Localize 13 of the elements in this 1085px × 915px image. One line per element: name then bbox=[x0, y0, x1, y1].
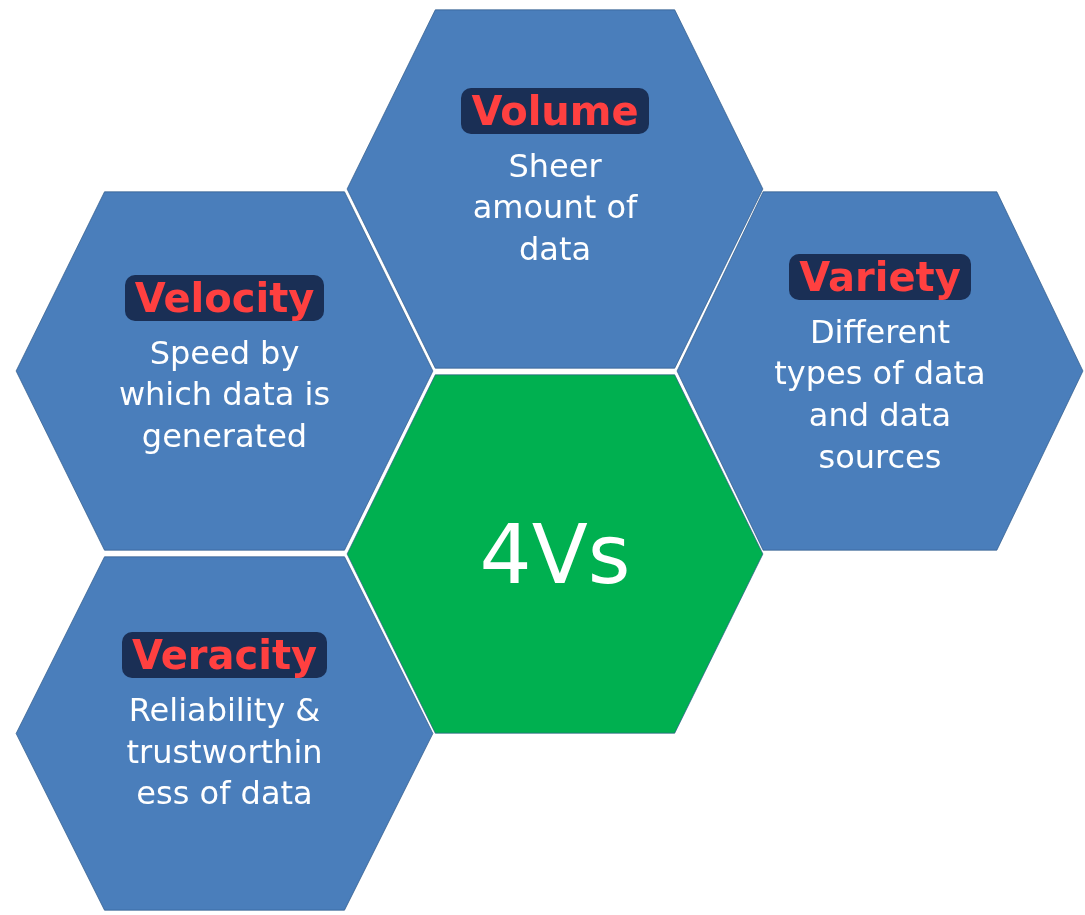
hexagon bbox=[14, 555, 435, 912]
hexagon-description: Reliability & trustworthin ess of data bbox=[125, 690, 324, 815]
hexagon-description: Speed by which data is generated bbox=[117, 332, 332, 457]
hexagon-title: Volume bbox=[461, 87, 649, 134]
hexagon-title: Veracity bbox=[121, 632, 328, 679]
hexagon-description: Different types of data and data sources bbox=[773, 311, 987, 478]
hexagon-title: Velocity bbox=[124, 274, 325, 321]
center-label: 4Vs bbox=[479, 506, 631, 602]
hexagon bbox=[345, 373, 765, 735]
hexagon-description: Sheer amount of data bbox=[471, 145, 639, 270]
hexagon bbox=[675, 190, 1085, 552]
hexagon-title: Variety bbox=[789, 253, 971, 300]
hexagon bbox=[14, 190, 435, 552]
